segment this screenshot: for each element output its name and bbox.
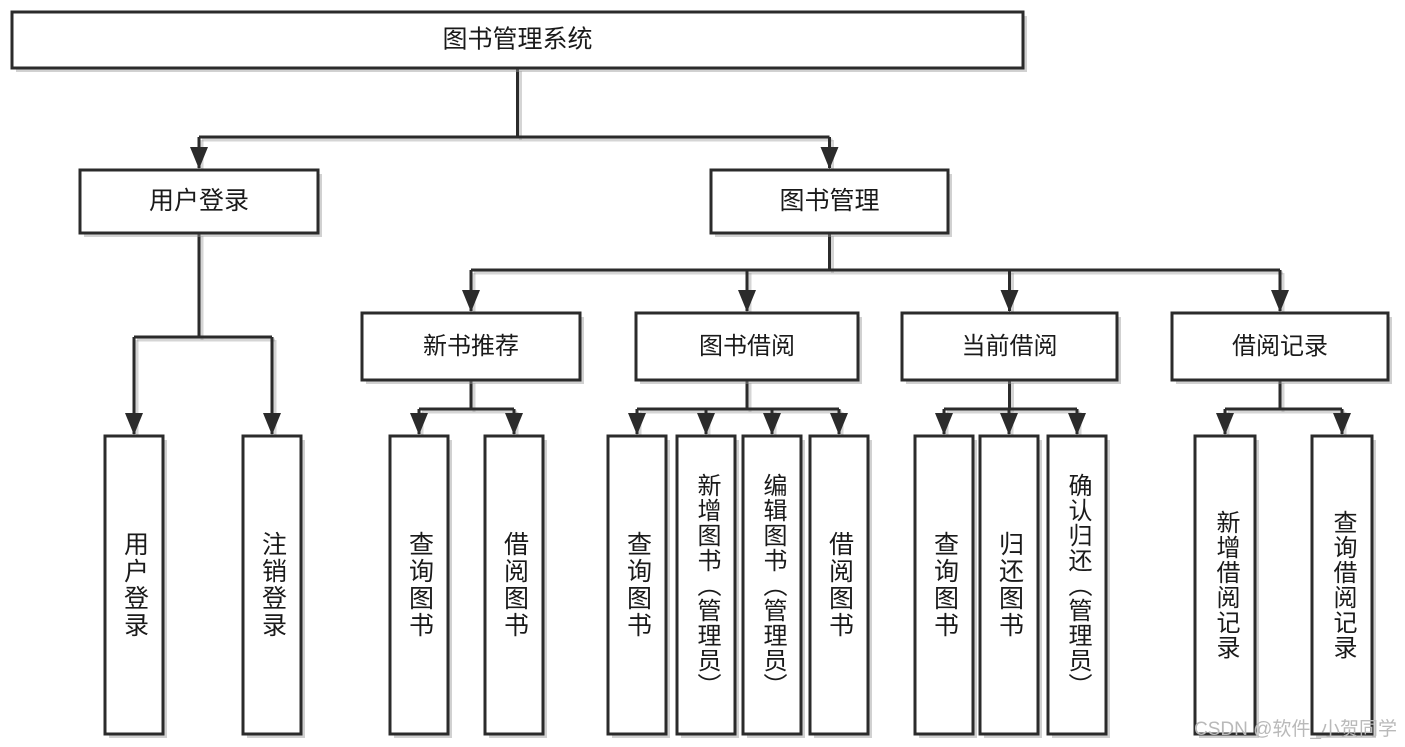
- leaf-box-9[interactable]: [978, 434, 1040, 736]
- node-level3-label-3: 借阅记录: [1232, 333, 1328, 360]
- connectors-layer: [125, 68, 1351, 437]
- node-level3-box-0[interactable]: [360, 311, 582, 382]
- node-root-box[interactable]: [10, 10, 1025, 70]
- node-level3-label-0: 新书推荐: [423, 333, 519, 360]
- node-level3-box-3[interactable]: [1170, 311, 1390, 382]
- node-level3-label-2: 当前借阅: [962, 333, 1058, 360]
- node-root-label: 图书管理系统: [442, 26, 592, 54]
- node-level3-label-1: 图书借阅: [699, 333, 795, 360]
- leaf-box-1[interactable]: [241, 434, 303, 736]
- leaf-box-7[interactable]: [808, 434, 870, 736]
- node-level3-box-1[interactable]: [634, 311, 860, 382]
- leaf-box-5[interactable]: [675, 434, 737, 736]
- node-level2-box-1[interactable]: [709, 168, 950, 235]
- node-level2-label-1: 图书管理: [779, 187, 879, 215]
- node-level3-box-2[interactable]: [900, 311, 1119, 382]
- leaf-box-12[interactable]: [1310, 434, 1374, 736]
- leaf-box-2[interactable]: [388, 434, 450, 736]
- leaf-box-8[interactable]: [913, 434, 975, 736]
- leaf-box-0[interactable]: [103, 434, 165, 736]
- node-level2-label-0: 用户登录: [149, 187, 249, 215]
- leaf-box-6[interactable]: [741, 434, 803, 736]
- csdn-watermark: CSDN @软件_小贺同学: [1194, 719, 1397, 740]
- node-level2-box-0[interactable]: [78, 168, 320, 235]
- leaf-box-3[interactable]: [483, 434, 545, 736]
- leaf-box-4[interactable]: [606, 434, 668, 736]
- leaf-box-11[interactable]: [1193, 434, 1257, 736]
- boxes-layer: [10, 10, 1392, 738]
- leaf-box-10[interactable]: [1046, 434, 1108, 736]
